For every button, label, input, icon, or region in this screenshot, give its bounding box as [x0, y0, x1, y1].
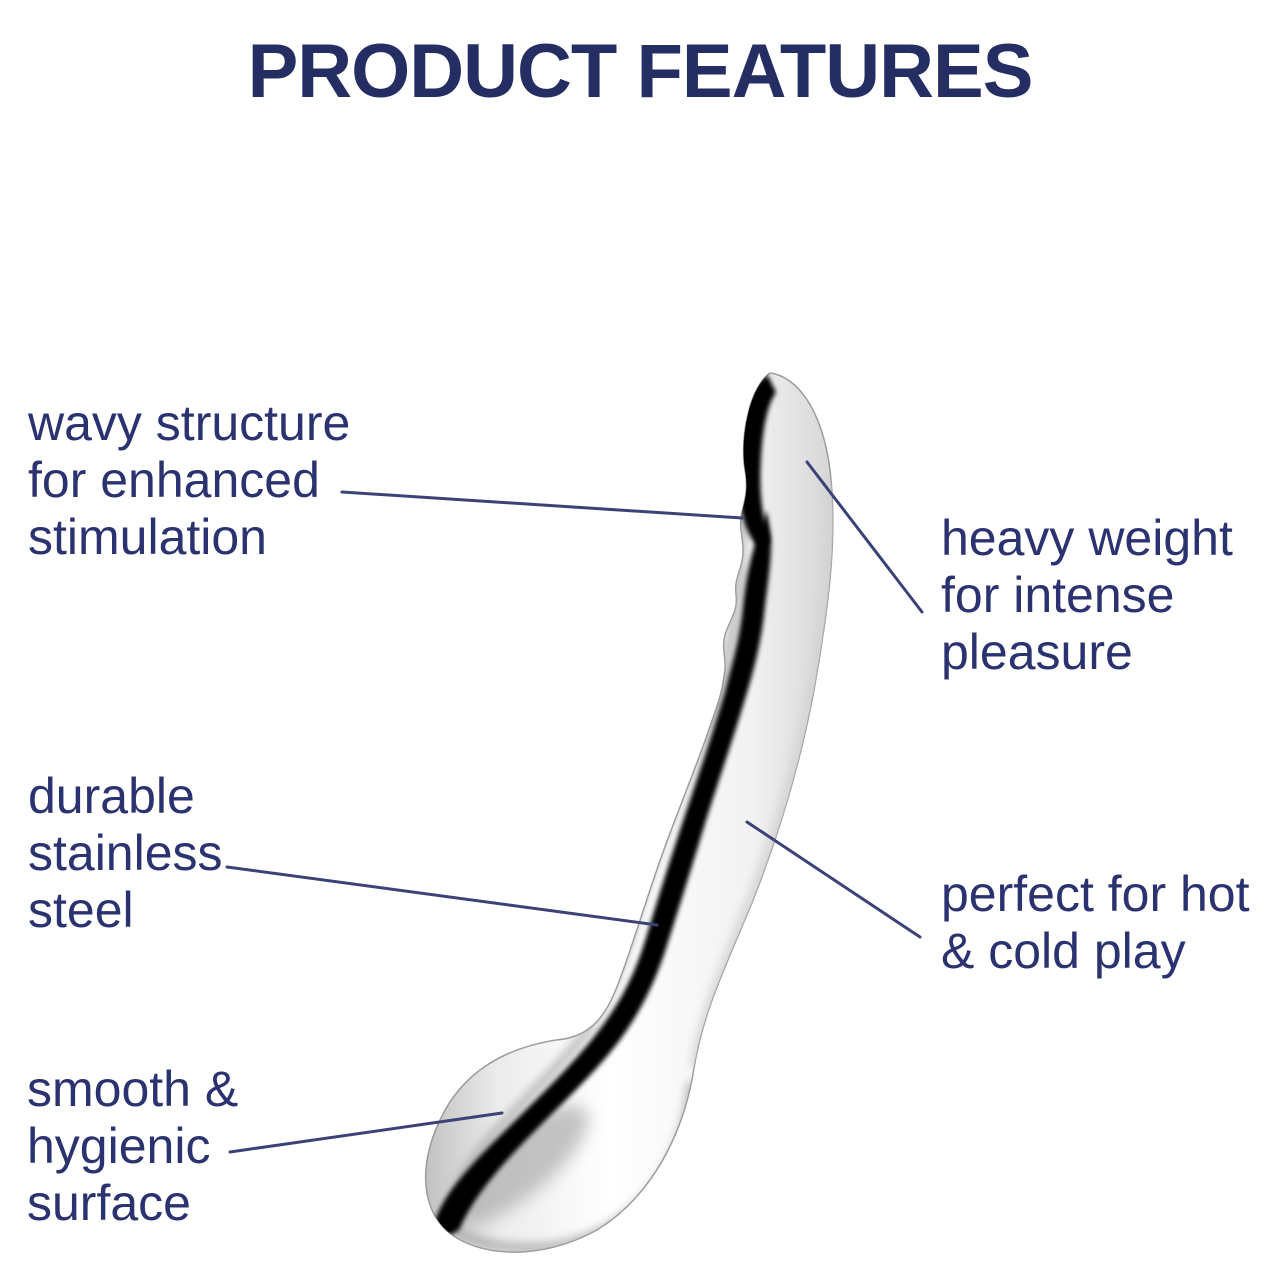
connector-durable-stainless-steel	[225, 865, 659, 927]
connector-heavy-weight	[805, 460, 924, 614]
connector-wavy-structure	[340, 490, 744, 520]
connector-lines	[225, 460, 924, 1154]
page-title: PRODUCT FEATURES	[247, 29, 1034, 114]
wand-body-shape	[424, 372, 834, 1253]
steel-wand-image	[424, 372, 834, 1253]
callout-heavy-weight: heavy weight for intense pleasure	[941, 510, 1233, 680]
callout-smooth-hygienic-surface: smooth & hygienic surface	[27, 1061, 239, 1231]
callout-perfect-hot-cold: perfect for hot & cold play	[941, 866, 1250, 979]
connector-perfect-hot-cold	[745, 820, 922, 939]
wand-bulb-midtone	[452, 1105, 588, 1225]
connector-smooth-hygienic-surface	[228, 1111, 504, 1154]
callout-wavy-structure: wavy structure for enhanced stimulation	[28, 395, 351, 565]
callout-durable-stainless-steel: durable stainless steel	[28, 768, 223, 938]
